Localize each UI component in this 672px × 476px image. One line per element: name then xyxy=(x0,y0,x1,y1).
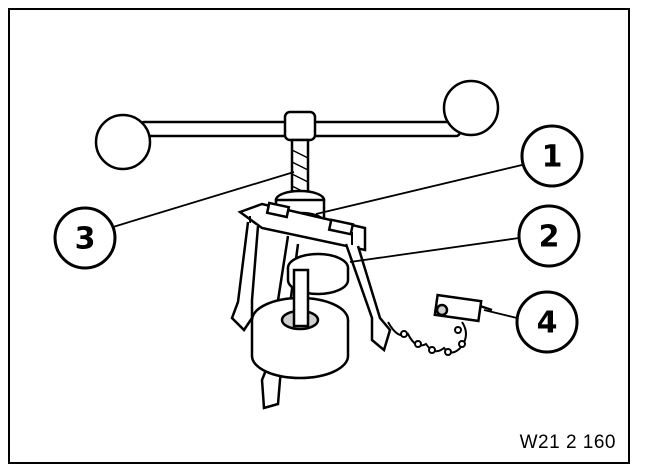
callout-4-label: 4 xyxy=(537,306,558,341)
t-handle xyxy=(94,79,500,171)
spindle xyxy=(290,138,310,198)
callout-3: 3 xyxy=(53,206,117,270)
callout-1: 1 xyxy=(520,124,584,188)
callout-2-label: 2 xyxy=(539,220,560,255)
flange-wheel xyxy=(250,252,350,380)
retaining-chain xyxy=(387,321,467,356)
puller-yoke xyxy=(237,201,367,252)
leader-lines xyxy=(112,164,523,319)
callout-4: 4 xyxy=(515,290,579,354)
callout-2: 2 xyxy=(517,204,581,268)
figure-caption: W21 2 160 xyxy=(519,432,616,453)
chain-clamp xyxy=(433,293,493,323)
callout-1-label: 1 xyxy=(542,140,563,175)
callout-3-label: 3 xyxy=(75,222,96,257)
